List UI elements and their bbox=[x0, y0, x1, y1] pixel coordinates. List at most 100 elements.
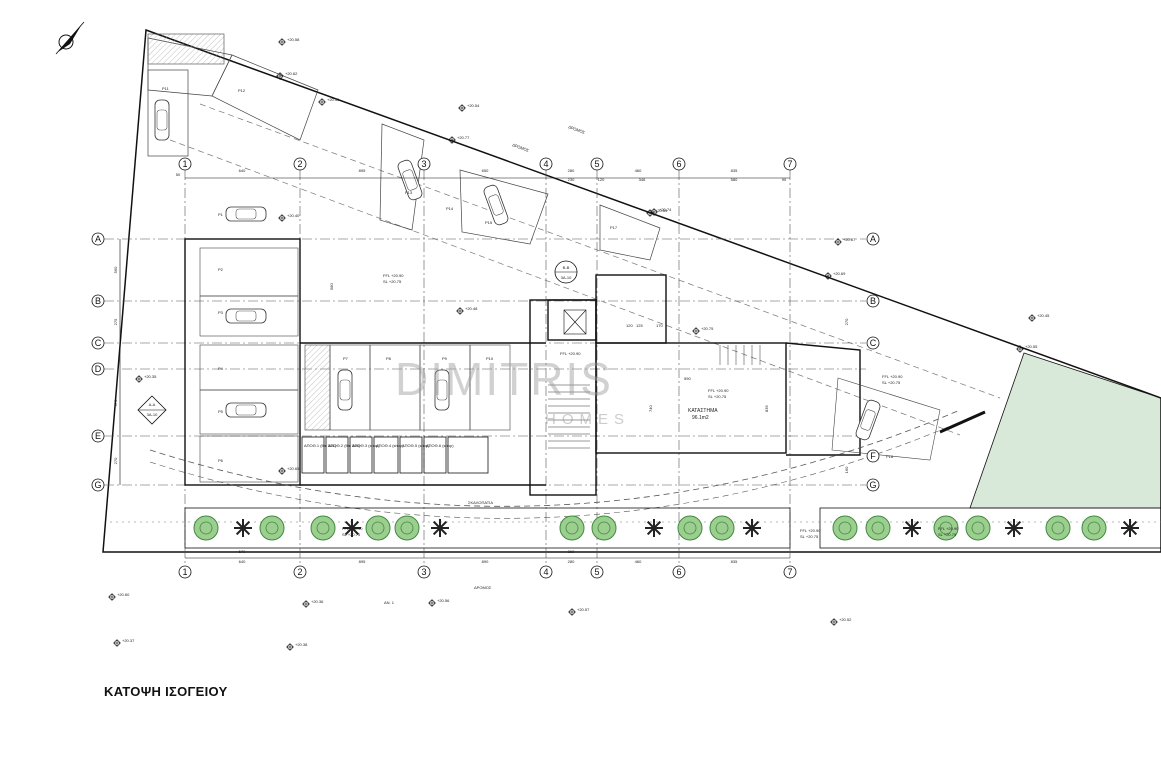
spot-level-text: +20.59 bbox=[327, 97, 340, 102]
misc-label: ΣΚΑΛΟΠΑΤΙΑ bbox=[468, 500, 493, 505]
grid-label: 1 bbox=[182, 567, 187, 577]
spot-level-text: +20.75 bbox=[701, 326, 714, 331]
tree-icon bbox=[709, 515, 735, 541]
grid-bubbles-bottom: 1 2 3 4 5 6 7 bbox=[178, 565, 797, 579]
grid-label: 1 bbox=[182, 159, 187, 169]
parking-bay-right bbox=[831, 377, 941, 461]
spot-level: +20.36 bbox=[302, 599, 324, 608]
dimensions-top: 50 640 895 650 280 120 460 835 90 230 34… bbox=[176, 168, 787, 182]
grid-label: C bbox=[95, 338, 102, 348]
hatched-area bbox=[147, 33, 225, 65]
spot-level-text: +20.62 bbox=[285, 71, 298, 76]
spot-level-text: +20.36 bbox=[311, 599, 324, 604]
level-tag: SL +20.75 bbox=[383, 279, 402, 284]
spot-level: +20.69 bbox=[824, 271, 846, 280]
tree-icon bbox=[677, 515, 703, 541]
misc-labels: 120 125 170 ΑΝ. 1 ΣΚΑΛΟΠΑΤΙΑ 580 590 740… bbox=[329, 283, 769, 605]
dimension-text: 650 bbox=[482, 168, 489, 173]
spot-level: +20.35 bbox=[135, 374, 157, 383]
spot-level: +20.48 bbox=[456, 306, 478, 315]
spot-level-text: +20.77 bbox=[457, 135, 470, 140]
grid-label: 5 bbox=[594, 567, 599, 577]
tree-icon bbox=[365, 515, 391, 541]
dimension-text: 460 bbox=[635, 168, 642, 173]
spot-levels: +20.58+20.62+20.59+20.54+20.77+20.64+20.… bbox=[108, 37, 1050, 651]
road-label: ΔΡΟΜΟΣ bbox=[512, 142, 531, 153]
parking-label: P13 bbox=[405, 190, 413, 195]
grid-label: 2 bbox=[297, 567, 302, 577]
dimension-text: 835 bbox=[731, 559, 738, 564]
dimension-text: 280 bbox=[568, 559, 575, 564]
road-lines bbox=[169, 103, 1001, 436]
ramp-curve-inner bbox=[149, 421, 961, 519]
dimension-text: 280 bbox=[568, 168, 575, 173]
level-tag: FFL +20.90 bbox=[342, 526, 363, 531]
misc-label: ΑΝ. 1 bbox=[384, 600, 395, 605]
car-icon bbox=[225, 308, 267, 324]
parking-label: P2 bbox=[218, 267, 224, 272]
misc-label: 835 bbox=[764, 405, 769, 412]
spot-level-text: +20.69 bbox=[833, 271, 846, 276]
dimension-text: 640 bbox=[239, 168, 246, 173]
storage-label: ΑΠΟΘ.5 (shop) bbox=[402, 443, 430, 448]
dimension-text: 640 bbox=[239, 559, 246, 564]
tree-icon bbox=[865, 515, 891, 541]
dimension-text: 270 bbox=[113, 457, 118, 464]
cars bbox=[154, 99, 881, 441]
parking-labels: P11 P12 P13 P14 P15 P17 P2 P3 P4 P5 P6 P… bbox=[162, 86, 894, 463]
grid-label: 6 bbox=[676, 159, 681, 169]
spot-level-text: +20.74 bbox=[659, 207, 672, 212]
misc-label: 740 bbox=[648, 405, 653, 412]
dimension-text: 895 bbox=[359, 559, 366, 564]
parking-label: P11 bbox=[162, 86, 170, 91]
section-marker-b: B-B 3A-10 bbox=[554, 260, 578, 284]
car-icon bbox=[483, 184, 509, 226]
level-tag: FFL +20.90 bbox=[882, 374, 903, 379]
grid-label: 4 bbox=[543, 567, 548, 577]
grid-label: 6 bbox=[676, 567, 681, 577]
misc-label: 590 bbox=[684, 376, 691, 381]
parking-label: P17 bbox=[610, 225, 618, 230]
spot-level: +20.40 bbox=[278, 213, 300, 222]
level-tag: FFL +20.90 bbox=[560, 351, 581, 356]
spot-level: +20.58 bbox=[278, 37, 300, 46]
grid-label: 4 bbox=[543, 159, 548, 169]
dimension-text: 90 bbox=[782, 177, 787, 182]
parking-label: P7 bbox=[343, 356, 349, 361]
grid-label: 5 bbox=[594, 159, 599, 169]
dimension-text: 230 bbox=[568, 177, 575, 182]
spot-level-text: +20.57 bbox=[577, 607, 590, 612]
misc-label: 170 bbox=[656, 323, 663, 328]
spot-level-text: +20.56 bbox=[437, 598, 450, 603]
level-tag: FFL +20.90 bbox=[708, 388, 729, 393]
tree-icon bbox=[343, 519, 361, 537]
shop-area: 96.1m2 bbox=[692, 415, 709, 421]
level-tag: SL +20.75 bbox=[342, 532, 361, 537]
tree-icon bbox=[743, 519, 761, 537]
dimension-text: 275 bbox=[113, 318, 118, 325]
tree-icon bbox=[259, 515, 285, 541]
level-tag: FFL +20.90 bbox=[800, 528, 821, 533]
parking-label: P15 bbox=[485, 220, 493, 225]
grid-label: 2 bbox=[297, 159, 302, 169]
spot-level-text: +20.45 bbox=[1037, 313, 1050, 318]
storage-label: ΑΠΟΘ.3 (shop) bbox=[352, 443, 380, 448]
shop-name: ΚΑΤΑΣΤΗΜΑ bbox=[688, 408, 718, 414]
spot-level-text: +20.64 bbox=[655, 208, 668, 213]
tree-icon bbox=[965, 515, 991, 541]
spot-level: +20.75 bbox=[692, 326, 714, 335]
building-walls bbox=[184, 238, 861, 496]
spot-level: +20.37 bbox=[113, 638, 135, 647]
tree-icon bbox=[933, 515, 959, 541]
parking-label: P8 bbox=[386, 356, 392, 361]
level-tag: SL +20.75 bbox=[938, 532, 957, 537]
stairs bbox=[548, 345, 761, 449]
parking-label: P16 bbox=[886, 454, 894, 459]
parking-label: P9 bbox=[442, 356, 448, 361]
tree-icon bbox=[559, 515, 585, 541]
tree-icon bbox=[645, 519, 663, 537]
grid-bubbles-left: A B C D E G bbox=[91, 232, 105, 492]
ramp-curve bbox=[149, 409, 961, 507]
tree-icon bbox=[394, 515, 420, 541]
